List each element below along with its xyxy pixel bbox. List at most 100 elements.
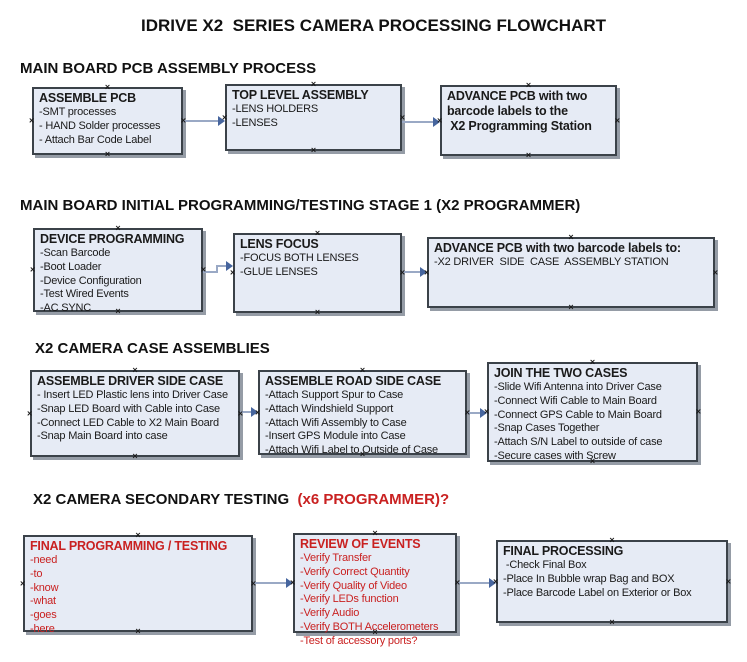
arrowhead-icon: [218, 116, 225, 126]
connection-marker-icon: ×: [568, 302, 574, 312]
flow-box-top-level-assembly: TOP LEVEL ASSEMBLY -LENS HOLDERS-LENSES …: [222, 80, 405, 155]
connection-marker-icon: ×: [372, 528, 378, 538]
connection-marker-icon: ×: [525, 80, 532, 90]
box-item: -LENS HOLDERS: [232, 103, 319, 115]
box-item: -Verify Audio: [300, 607, 360, 620]
connection-marker-icon: ×: [230, 267, 236, 278]
box-item: -need: [30, 554, 58, 566]
flow-box-lens-focus: LENS FOCUS -FOCUS BOTH LENSES-GLUE LENSE…: [230, 229, 405, 317]
connection-marker-icon: ×: [135, 626, 141, 636]
connection-marker-icon: ×: [359, 365, 366, 375]
box-item: -Insert GPS Module into Case: [265, 430, 406, 443]
connection-marker-icon: ×: [399, 112, 405, 122]
box-item: -Connect GPS Cable to Main Board: [494, 408, 662, 421]
box-item: -LENSES: [232, 116, 278, 129]
arrowhead-icon: [226, 261, 233, 271]
arrowhead-icon: [251, 407, 258, 417]
box-title: FINAL PROGRAMMING / TESTING: [30, 539, 228, 553]
box-item: -Snap LED Board with Cable into Case: [37, 402, 220, 415]
box-item: -Connect LED Cable to X2 Main Board: [37, 416, 219, 429]
box-item: -Snap Main Board into case: [37, 430, 168, 443]
box-item: -what: [30, 595, 56, 608]
connection-marker-icon: ×: [222, 112, 228, 122]
connector-arrow: [457, 578, 496, 588]
box-item-list: -Attach Support Spur to Case-Attach Wind…: [265, 389, 460, 458]
box-item: -X2 DRIVER SIDE CASE ASSEMBLY STATION: [434, 256, 669, 268]
connection-marker-icon: ×: [27, 408, 33, 418]
connection-marker-icon: ×: [725, 576, 731, 586]
box-item: -Secure cases with Screw: [494, 449, 616, 462]
connection-marker-icon: ×: [695, 406, 701, 417]
connection-marker-icon: ×: [399, 267, 405, 278]
connection-marker-icon: ×: [484, 406, 490, 417]
box-item-list: -FOCUS BOTH LENSES-GLUE LENSES: [240, 252, 395, 280]
box-item-list: -Verify Transfer-Verify Correct Quantity…: [300, 552, 450, 649]
connection-marker-icon: ×: [589, 456, 596, 466]
box-item-list: -need-to-know-what-goes-here: [30, 554, 246, 637]
box-item: -Attach Wifi Assembly to Case: [265, 416, 407, 429]
connection-marker-icon: ×: [290, 577, 296, 588]
connection-marker-icon: ×: [115, 223, 121, 233]
flow-box-assemble-pcb: ASSEMBLE PCB -SMT processes- HAND Solder…: [29, 83, 186, 159]
box-item-list: -SMT processes- HAND Solder processes- A…: [39, 106, 176, 147]
connection-marker-icon: ×: [359, 449, 366, 459]
section-heading-secondary-testing: X2 CAMERA SECONDARY TESTING (x6 PROGRAMM…: [33, 491, 449, 508]
connector-arrow: [402, 267, 427, 277]
box-item: -Boot Loader: [40, 260, 102, 273]
box-title: TOP LEVEL ASSEMBLY: [232, 88, 369, 102]
box-item: -SMT processes: [39, 106, 117, 118]
connection-marker-icon: ×: [609, 617, 615, 627]
box-item: - Insert LED Plastic lens into Driver Ca…: [37, 389, 228, 401]
connection-marker-icon: ×: [314, 228, 321, 238]
box-item: - Attach Bar Code Label: [39, 133, 152, 146]
box-title: ASSEMBLE ROAD SIDE CASE: [265, 374, 441, 388]
box-item-list: -X2 DRIVER SIDE CASE ASSEMBLY STATION: [434, 256, 708, 270]
flow-box-advance-to-case-assembly: ADVANCE PCB with two barcode labels to: …: [424, 233, 718, 312]
connector-arrow: [240, 407, 258, 417]
box-item-list: -Scan Barcode-Boot Loader-Device Configu…: [40, 247, 196, 316]
box-title: FINAL PROCESSING: [503, 544, 624, 558]
box-item: -Connect Wifi Cable to Main Board: [494, 394, 657, 407]
box-item: -Slide Wifi Antenna into Driver Case: [494, 381, 662, 393]
connection-marker-icon: ×: [115, 306, 121, 316]
box-title: ASSEMBLE DRIVER SIDE CASE: [37, 374, 224, 388]
flow-box-final-programming-testing: FINAL PROGRAMMING / TESTING -need-to-kno…: [20, 531, 256, 636]
box-item: -Place Barcode Label on Exterior or Box: [503, 586, 692, 599]
connection-marker-icon: ×: [310, 79, 317, 89]
connection-marker-icon: ×: [310, 145, 317, 155]
arrowhead-icon: [489, 578, 496, 588]
box-item-list: -Check Final Box-Place In Bubble wrap Ba…: [503, 559, 721, 600]
flow-box-final-processing: FINAL PROCESSING -Check Final Box-Place …: [493, 536, 731, 627]
box-title: DEVICE PROGRAMMING: [40, 232, 185, 246]
connection-marker-icon: ×: [712, 267, 718, 277]
connection-marker-icon: ×: [29, 115, 35, 126]
arrowhead-icon: [420, 267, 427, 277]
box-title: LENS FOCUS: [240, 237, 319, 251]
connector-arrow: [183, 116, 225, 126]
flow-box-review-of-events: REVIEW OF EVENTS -Verify Transfer-Verify…: [290, 529, 460, 647]
connection-marker-icon: ×: [255, 407, 261, 417]
connection-marker-icon: ×: [493, 576, 499, 586]
box-item: -Verify LEDs function: [300, 593, 399, 606]
box-title: ADVANCE PCB with two barcode labels to:: [434, 241, 681, 255]
connection-marker-icon: ×: [454, 577, 460, 588]
flow-box-join-the-two-cases: JOIN THE TWO CASES -Slide Wifi Antenna i…: [484, 358, 701, 466]
flow-box-assemble-driver-side-case: ASSEMBLE DRIVER SIDE CASE - Insert LED P…: [27, 366, 243, 461]
connection-marker-icon: ×: [589, 357, 596, 367]
box-item: -Test of accessory ports?: [300, 634, 418, 647]
section-heading-case-assemblies: X2 CAMERA CASE ASSEMBLIES: [35, 340, 270, 357]
section-heading-pcb-assembly: MAIN BOARD PCB ASSEMBLY PROCESS: [20, 60, 317, 77]
connector-arrow: [467, 408, 487, 418]
connection-marker-icon: ×: [314, 307, 321, 317]
box-item: -FOCUS BOTH LENSES: [240, 252, 359, 264]
connector-arrow: [253, 578, 293, 588]
connection-marker-icon: ×: [104, 82, 111, 92]
connection-marker-icon: ×: [132, 365, 138, 375]
box-item: -Check Final Box: [503, 559, 587, 571]
box-item: -Verify Transfer: [300, 552, 372, 564]
arrowhead-icon: [433, 117, 440, 127]
box-item: - HAND Solder processes: [39, 119, 161, 132]
flow-box-advance-to-programming-station: ADVANCE PCB with two barcode labels to t…: [437, 81, 620, 160]
connection-marker-icon: ×: [30, 264, 36, 275]
box-item: -Place In Bubble wrap Bag and BOX: [503, 572, 675, 585]
